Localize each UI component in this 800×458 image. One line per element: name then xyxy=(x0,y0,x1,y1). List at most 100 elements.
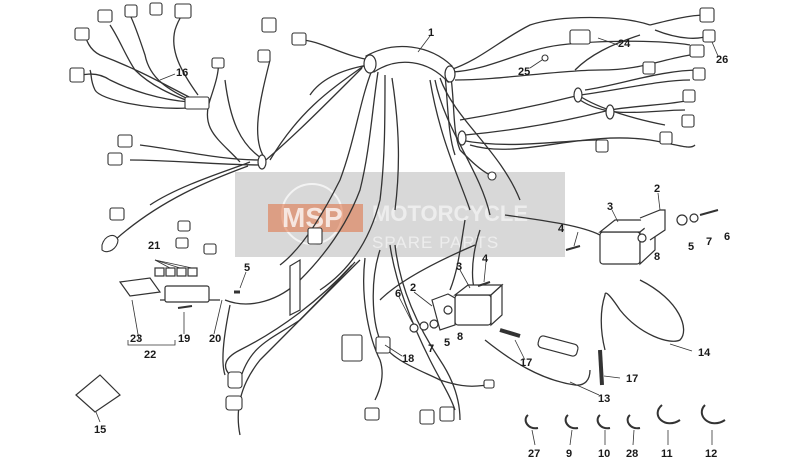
connector-26 xyxy=(595,139,609,153)
callout-7-center: 7 xyxy=(428,343,434,355)
connector-34 xyxy=(439,406,455,422)
callout-27: 27 xyxy=(528,448,540,458)
connector-27 xyxy=(642,61,656,75)
connector-37 xyxy=(227,371,243,389)
plug-cap-17a xyxy=(499,328,521,338)
connector-33 xyxy=(419,409,435,425)
washer-7-right xyxy=(689,213,699,223)
relay-3-center-side xyxy=(490,283,503,327)
connector-12 xyxy=(117,134,133,148)
connector-5 xyxy=(174,3,192,19)
connector-9 xyxy=(257,49,271,63)
callout-4-right: 4 xyxy=(558,223,565,235)
plug-cap-17b xyxy=(537,335,579,357)
washer-8-center xyxy=(429,319,439,329)
callout-23: 23 xyxy=(130,333,142,345)
screw-4-right xyxy=(565,245,581,251)
connector-28 xyxy=(569,29,591,45)
connector-30 xyxy=(341,334,363,362)
callout-4-center: 4 xyxy=(482,253,489,265)
callout-19: 19 xyxy=(178,333,190,345)
callouts: 1 2 2 3 3 4 4 5 5 5 6 6 7 7 8 8 9 10 11 … xyxy=(94,27,730,458)
connector-38 xyxy=(225,395,243,411)
fuse-21d xyxy=(187,267,198,277)
connector-29 xyxy=(541,54,549,62)
screw-6-right xyxy=(699,209,719,216)
fuse-21a xyxy=(154,267,165,277)
connector-10 xyxy=(261,17,277,33)
clamp-12 xyxy=(700,404,726,425)
connector-35 xyxy=(483,379,495,389)
washer-5-center xyxy=(443,305,453,315)
connector-8 xyxy=(211,57,225,69)
callout-5-left: 5 xyxy=(244,262,250,274)
connector-4 xyxy=(149,2,163,16)
fuse-bracket xyxy=(289,258,301,316)
callout-7-right: 7 xyxy=(706,236,712,248)
connector-17 xyxy=(175,237,189,249)
washer-8-right xyxy=(637,233,647,243)
sensor-14 xyxy=(598,349,604,386)
connector-15 xyxy=(101,234,119,253)
fuse-box-20 xyxy=(164,285,210,303)
callout-20: 20 xyxy=(209,333,221,345)
watermark-title: MOTORCYCLE xyxy=(372,201,528,226)
nut-6-center xyxy=(409,323,419,333)
callout-3-center: 3 xyxy=(456,261,462,273)
callout-26: 26 xyxy=(716,54,728,66)
callout-15: 15 xyxy=(94,424,106,436)
connector-19 xyxy=(699,7,715,23)
connector-11 xyxy=(291,32,307,46)
callout-9: 9 xyxy=(566,448,572,458)
screw-4-center xyxy=(477,281,491,287)
connector-2 xyxy=(97,9,113,23)
item-15 xyxy=(75,374,121,413)
callout-3-right: 3 xyxy=(607,201,613,213)
connector-7 xyxy=(184,96,210,110)
callout-17-center: 17 xyxy=(520,357,532,369)
callout-21: 21 xyxy=(148,240,160,252)
callout-6-right: 6 xyxy=(724,231,730,243)
washer-5-right xyxy=(676,214,688,226)
callout-12: 12 xyxy=(705,448,717,458)
callout-14: 14 xyxy=(698,347,711,359)
harness-sleeve xyxy=(257,45,615,170)
callout-8-center: 8 xyxy=(457,331,463,343)
connector-13 xyxy=(107,152,123,166)
watermark: MSP MOTORCYCLE SPARE PARTS xyxy=(235,172,565,257)
callout-16: 16 xyxy=(176,67,188,79)
callout-18: 18 xyxy=(402,353,414,365)
fuse-21c xyxy=(176,267,187,277)
connector-21 xyxy=(689,44,705,58)
connector-14 xyxy=(109,207,125,221)
connector-6 xyxy=(69,67,85,83)
bracket-2-right xyxy=(639,209,666,241)
connector-3 xyxy=(124,4,138,18)
callout-24: 24 xyxy=(618,38,631,50)
callout-5-right: 5 xyxy=(688,241,694,253)
fuse-21b xyxy=(165,267,176,277)
connector-25 xyxy=(659,131,673,145)
clamp-28 xyxy=(626,414,641,430)
clamp-10 xyxy=(596,414,611,430)
washer-7-center xyxy=(419,321,429,331)
callout-1: 1 xyxy=(428,27,434,39)
callout-13: 13 xyxy=(598,393,610,405)
clamp-11 xyxy=(656,404,681,425)
relay-3-right xyxy=(599,231,641,265)
connector-16 xyxy=(177,220,191,232)
callout-22: 22 xyxy=(144,349,156,361)
connector-31 xyxy=(375,336,391,354)
callout-28: 28 xyxy=(626,448,638,458)
callout-6-center: 6 xyxy=(395,288,401,300)
connector-32 xyxy=(364,407,380,421)
watermark-subtitle: SPARE PARTS xyxy=(372,233,499,252)
callout-10: 10 xyxy=(598,448,610,458)
connector-23 xyxy=(682,89,696,103)
connectors xyxy=(69,2,716,425)
bracket-2-center xyxy=(431,293,456,331)
callout-17-right: 17 xyxy=(626,373,638,385)
fuse-cover-23 xyxy=(118,277,162,297)
